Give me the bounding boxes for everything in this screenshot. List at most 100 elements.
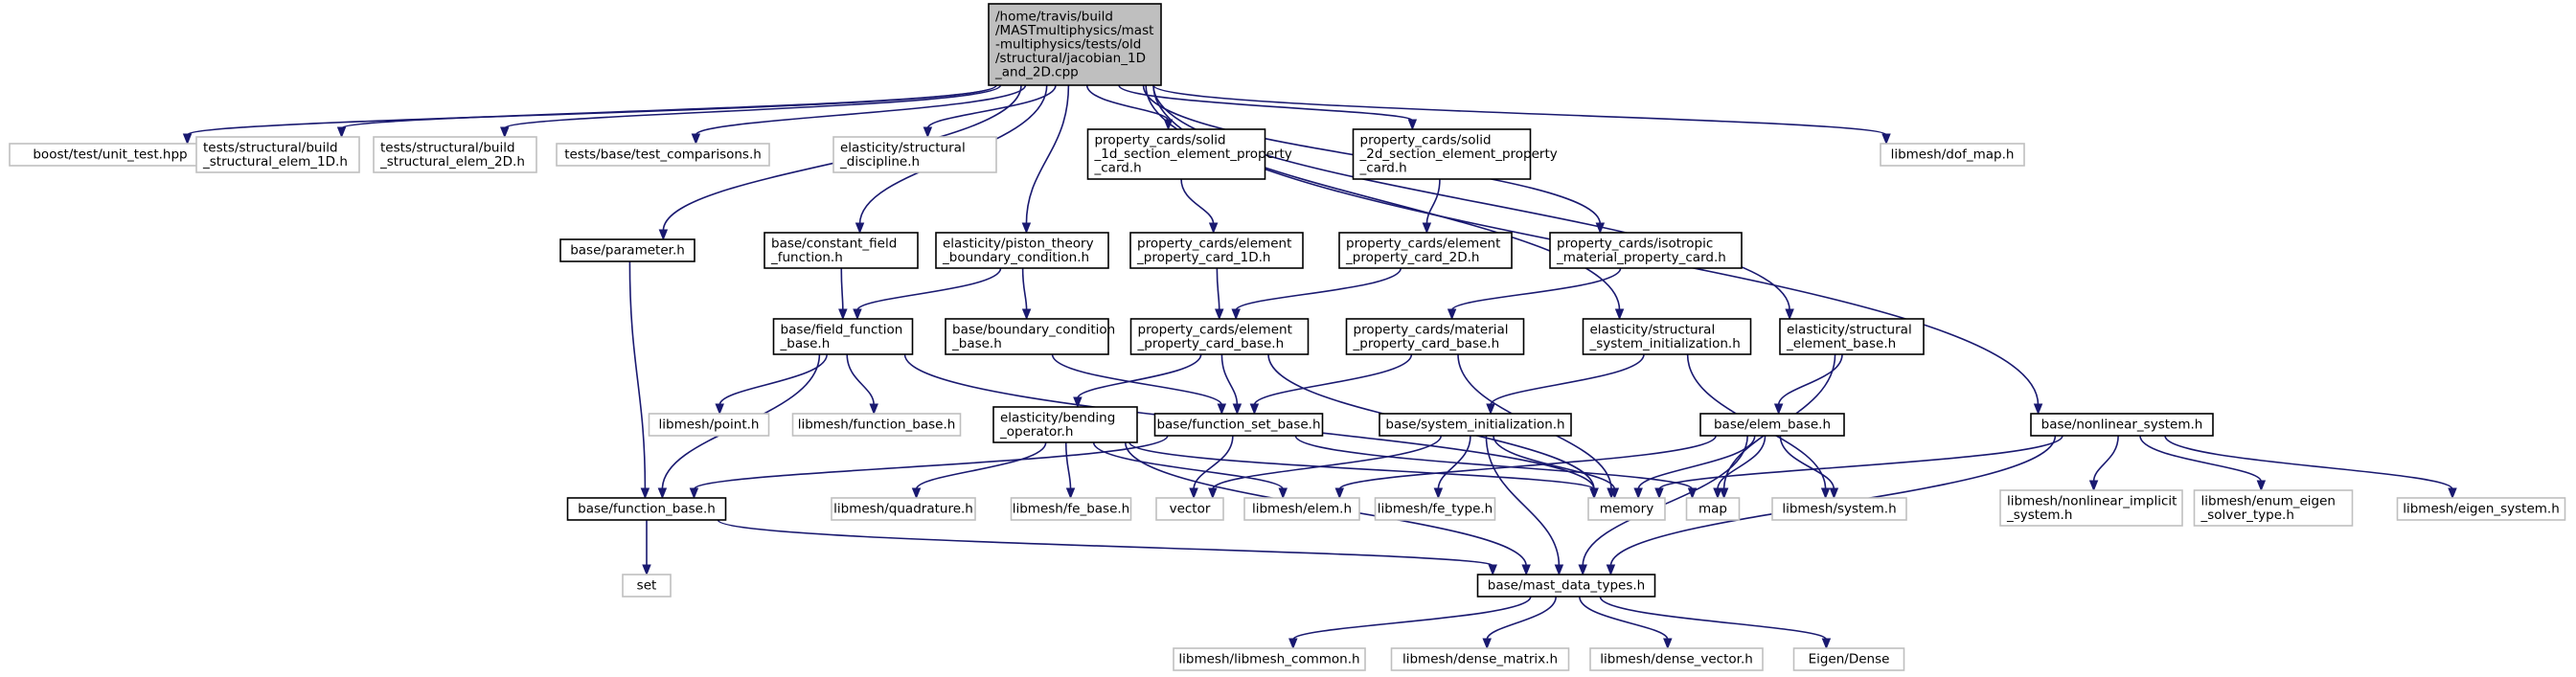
node-fn-set[interactable]: base/function_set_base.h xyxy=(1153,413,1324,437)
node-label-line: base/mast_data_types.h xyxy=(1488,578,1645,594)
node-label-line: libmesh/system.h xyxy=(1782,502,1896,517)
node-label-line: elasticity/structural xyxy=(840,140,966,155)
edge-nonlin-to-eigen_sys xyxy=(2164,435,2457,500)
node-struct-elem[interactable]: elasticity/structural_element_base.h xyxy=(1779,318,1925,355)
node-label-line: base/elem_base.h xyxy=(1714,417,1831,433)
node-label-line: base/parameter.h xyxy=(570,243,685,259)
node-label-line: libmesh/elem.h xyxy=(1252,502,1352,517)
node-mat-base[interactable]: property_cards/material_property_card_ba… xyxy=(1345,318,1525,355)
node-epc-base[interactable]: property_cards/element_property_card_bas… xyxy=(1129,318,1310,355)
node-solid2d[interactable]: property_cards/solid_2d_section_element_… xyxy=(1352,128,1558,180)
edge-line xyxy=(1338,435,1717,490)
node-root[interactable]: /home/travis/build/MASTmultiphysics/mast… xyxy=(988,3,1162,86)
edge-field_fn-to-lm_fn_base xyxy=(846,353,878,416)
node-iso-mat[interactable]: property_cards/isotropic_material_proper… xyxy=(1549,232,1743,269)
arrowhead xyxy=(1773,403,1784,416)
node-label-line: elasticity/structural xyxy=(1590,322,1716,337)
node-epc2d[interactable]: property_cards/element_property_card_2D.… xyxy=(1338,232,1513,269)
node-label-line: _structural_elem_1D.h xyxy=(202,154,348,169)
arrowhead xyxy=(2088,480,2099,492)
node-box xyxy=(1374,497,1496,521)
edge-line xyxy=(1021,267,1028,311)
node-label-line: property_cards/solid xyxy=(1360,133,1492,148)
node-dense-matrix: libmesh/dense_matrix.h xyxy=(1390,647,1570,671)
node-memory: memory xyxy=(1587,497,1666,521)
edge-line xyxy=(1118,84,1414,122)
edge-line xyxy=(1152,84,1790,311)
node-elem-base[interactable]: base/elem_base.h xyxy=(1699,413,1845,437)
node-box xyxy=(1379,413,1572,437)
node-label-line: tests/structural/build xyxy=(203,140,338,155)
edge-field_fn-to-point xyxy=(715,353,828,416)
node-nonlin[interactable]: base/nonlinear_system.h xyxy=(2030,413,2214,437)
node-box xyxy=(772,318,914,355)
node-dof-map: libmesh/dof_map.h xyxy=(1880,143,2025,167)
node-box xyxy=(791,413,962,437)
arrowhead xyxy=(1482,638,1492,650)
node-mast-types[interactable]: base/mast_data_types.h xyxy=(1476,574,1656,598)
node-field-fn[interactable]: base/field_function_base.h xyxy=(772,318,914,355)
node-box xyxy=(1587,497,1666,521)
node-sys-init[interactable]: elasticity/structural_system_initializat… xyxy=(1582,318,1752,355)
node-box xyxy=(764,232,919,269)
node-label-line: memory xyxy=(1600,502,1653,517)
node-parameter[interactable]: base/parameter.h xyxy=(559,238,695,262)
node-const-field[interactable]: base/constant_field_function.h xyxy=(764,232,919,269)
edge-fn_base-to-mast_types xyxy=(717,519,1497,576)
node-test-comp: tests/base/test_comparisons.h xyxy=(556,143,770,167)
node-base-sys-init[interactable]: base/system_initialization.h xyxy=(1379,413,1572,437)
edge-mat_base-to-fn_set xyxy=(1249,353,1413,416)
node-piston[interactable]: elasticity/piston_theory_boundary_condit… xyxy=(935,232,1109,269)
edge-line xyxy=(1235,267,1402,311)
edge-line xyxy=(846,353,875,406)
edge-solid1d-to-epc1d xyxy=(1180,178,1219,235)
edge-root-to-solid2d xyxy=(1118,84,1418,131)
edge-line xyxy=(1294,435,1694,490)
edge-line xyxy=(1051,353,1223,406)
node-box xyxy=(832,136,997,173)
edge-line xyxy=(1450,267,1622,311)
node-bending[interactable]: elasticity/bending_operator.h xyxy=(992,406,1138,443)
arrowhead xyxy=(1422,222,1432,235)
node-label-line: _system.h xyxy=(2006,508,2072,523)
arrowhead xyxy=(1278,487,1288,500)
arrowhead xyxy=(1433,487,1444,500)
node-label-line: libmesh/quadrature.h xyxy=(833,502,973,517)
edge-piston-to-bc_base xyxy=(1021,267,1032,321)
node-label-line: base/function_base.h xyxy=(578,502,716,517)
edge-line xyxy=(693,435,1169,490)
node-lm-common: libmesh/libmesh_common.h xyxy=(1173,647,1366,671)
node-box xyxy=(556,143,770,167)
node-box xyxy=(1685,497,1741,521)
node-box xyxy=(1582,318,1752,355)
edge-root-to-elem1d xyxy=(336,84,997,139)
node-bc-base[interactable]: base/boundary_condition_base.h xyxy=(945,318,1115,355)
arrowhead xyxy=(1231,308,1241,321)
arrowhead xyxy=(336,126,347,139)
node-solid1d[interactable]: property_cards/solid_1d_section_element_… xyxy=(1086,128,1292,180)
edge-line xyxy=(1085,84,1170,122)
node-label-line: _2d_section_element_property xyxy=(1359,147,1558,162)
arrowhead xyxy=(1488,564,1497,576)
node-label-line: _solver_type.h xyxy=(2200,508,2294,523)
node-label-line: _system_initialization.h xyxy=(1589,336,1741,351)
arrowhead xyxy=(1486,403,1495,416)
node-label-line: libmesh/dense_vector.h xyxy=(1600,652,1753,667)
node-box xyxy=(1771,497,1907,521)
edge-line xyxy=(1777,353,1843,406)
node-label-line: boost/test/unit_test.hpp xyxy=(33,147,187,163)
edge-fn_set-to-vector xyxy=(1189,435,1234,500)
node-quadrature: libmesh/quadrature.h xyxy=(831,497,976,521)
edge-elem_base-to-memory xyxy=(1633,435,1756,500)
node-box xyxy=(373,136,537,173)
node-eigen-sys: libmesh/eigen_system.h xyxy=(2396,497,2566,521)
edge-line xyxy=(718,353,828,406)
edge-line xyxy=(695,84,1027,136)
node-box xyxy=(195,136,360,173)
edge-line xyxy=(1092,441,1285,490)
arrowhead xyxy=(2033,403,2043,416)
arrowhead xyxy=(715,403,724,416)
node-fn-base[interactable]: base/function_base.h xyxy=(566,497,727,521)
node-epc1d[interactable]: property_cards/element_property_card_1D.… xyxy=(1129,232,1304,269)
arrowhead xyxy=(1208,487,1218,500)
